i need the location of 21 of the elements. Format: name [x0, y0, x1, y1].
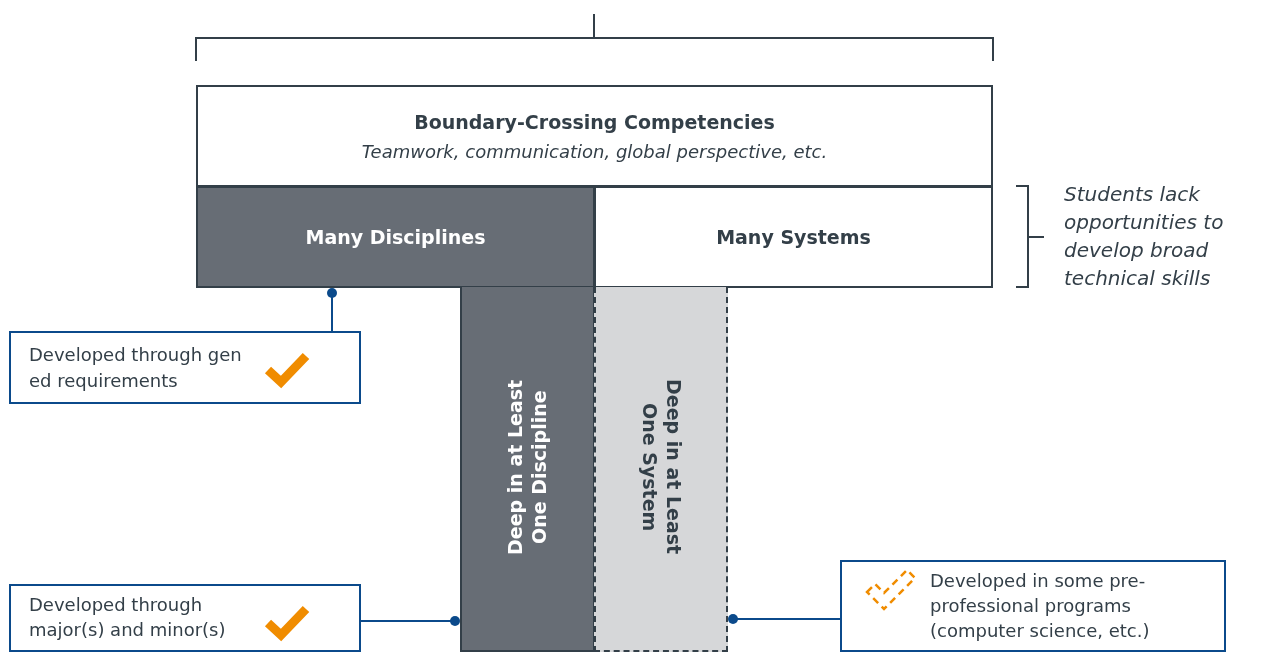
competency-box — [196, 85, 993, 187]
box-title: Many Systems — [716, 226, 871, 248]
box-subtitle: Teamwork, communication, global perspective, etc. — [361, 140, 828, 162]
bar-label: Deep in at Least One System — [638, 378, 685, 557]
box-title: Boundary-Crossing Competencies — [414, 110, 775, 133]
vertical-bar — [594, 287, 728, 652]
callout-box — [9, 331, 361, 404]
vertical-bar — [460, 287, 595, 652]
side-note: Students lack opportunities to develop broad technical skills — [1064, 181, 1225, 292]
box-title: Many Disciplines — [305, 226, 486, 248]
leader-line — [728, 614, 841, 624]
callout-box — [840, 560, 1226, 652]
bar-label: Deep in at Least One Discipline — [503, 378, 551, 557]
callout-text: Developed through major(s) and minor(s) — [29, 593, 227, 643]
callout-text: Developed in some pre-professional programs (computer science, etc.) — [930, 569, 1151, 644]
callout-text: Developed through gen ed requirements — [29, 343, 243, 393]
leader-line — [360, 616, 460, 626]
leader-line — [327, 288, 337, 332]
callout-box — [9, 584, 361, 652]
category-box — [196, 186, 595, 288]
category-box — [594, 186, 993, 288]
